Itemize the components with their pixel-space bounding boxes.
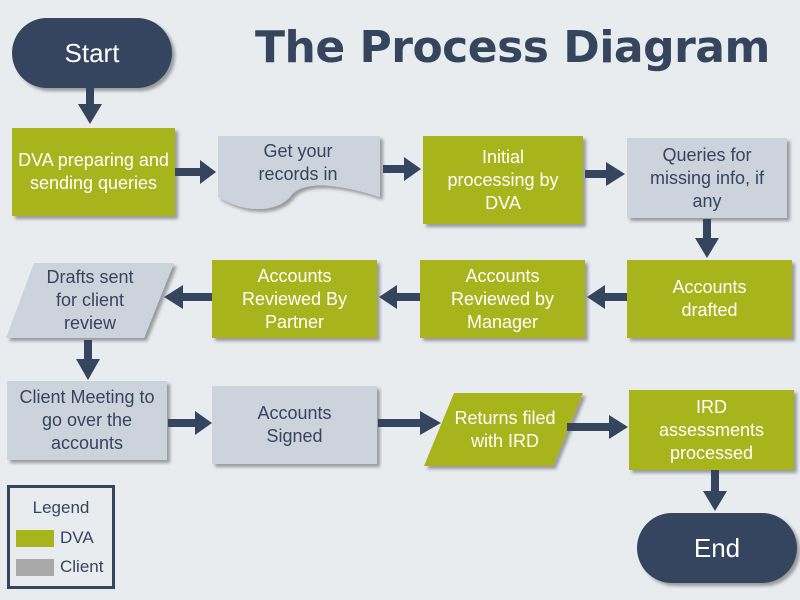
arrow-drafts-to-meeting xyxy=(76,340,100,380)
page-title: The Process Diagram xyxy=(255,22,770,73)
reviewed-partner-box xyxy=(212,260,377,338)
drafts-sent-parallelogram xyxy=(6,263,174,338)
arrow-dva-to-records xyxy=(175,160,216,184)
legend-label-dva: DVA xyxy=(60,528,94,547)
end-label: End xyxy=(693,532,741,563)
end-terminal xyxy=(637,513,797,583)
legend-swatch-dva xyxy=(16,530,54,547)
reviewed-partner-label: Accounts Reviewed By Partner xyxy=(241,265,348,332)
get-records-label: Get your records in xyxy=(258,141,338,184)
arrow-meeting-to-signed xyxy=(168,411,212,435)
arrow-initial-to-queries xyxy=(585,162,625,186)
returns-filed-parallelogram xyxy=(424,393,583,466)
initial-processing-box xyxy=(423,136,583,224)
arrow-start-to-dva xyxy=(78,88,102,124)
accounts-drafted-label: Accounts drafted xyxy=(672,277,747,320)
drafts-sent-label: Drafts sent for client review xyxy=(46,267,134,333)
arrow-partner-to-drafts xyxy=(164,285,212,309)
legend-title: Legend xyxy=(32,498,90,517)
start-terminal xyxy=(12,18,172,88)
reviewed-manager-label: Accounts Reviewed by Manager xyxy=(450,265,555,332)
queries-missing-box xyxy=(627,138,787,218)
accounts-signed-label: Accounts Signed xyxy=(257,403,332,446)
arrow-signed-to-returns xyxy=(378,411,441,435)
accounts-drafted-box xyxy=(627,260,792,338)
reviewed-manager-box xyxy=(420,260,585,338)
arrow-manager-to-partner xyxy=(379,285,420,309)
ird-assessments-box xyxy=(629,390,794,470)
returns-filed-label: Returns filed with IRD xyxy=(454,407,556,451)
dva-preparing-box xyxy=(12,128,175,216)
client-meeting-label: Client Meeting to go over the accounts xyxy=(19,387,155,453)
ird-assessments-label: IRD assessments processed xyxy=(658,396,765,463)
arrow-queries-to-drafted xyxy=(695,219,719,258)
legend-swatch-client xyxy=(16,559,54,576)
accounts-signed-box xyxy=(212,386,377,464)
legend: Legend DVA Client xyxy=(7,485,115,589)
arrow-returns-to-ird xyxy=(567,415,628,439)
queries-missing-label: Queries for missing info, if any xyxy=(649,144,765,211)
legend-label-client: Client xyxy=(60,557,104,576)
client-meeting-box xyxy=(7,381,167,460)
dva-preparing-label: DVA preparing and sending queries xyxy=(18,150,169,193)
initial-processing-label: Initial processing by DVA xyxy=(447,146,559,213)
arrow-drafted-to-manager xyxy=(587,285,627,309)
arrow-ird-to-end xyxy=(703,470,727,511)
start-label: Start xyxy=(64,37,120,68)
arrow-records-to-initial xyxy=(383,157,421,181)
get-records-document-shape xyxy=(218,136,380,209)
